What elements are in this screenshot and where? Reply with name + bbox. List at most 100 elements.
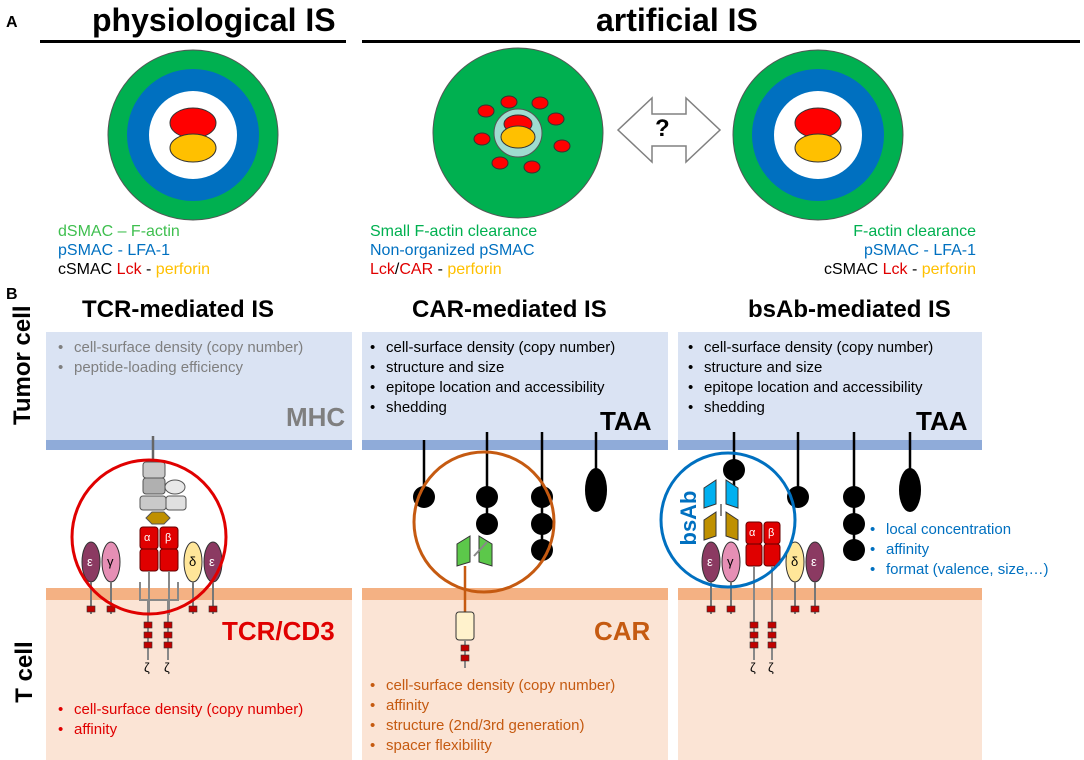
slash-text: /: [394, 261, 400, 278]
car-title: CAR-mediated IS: [412, 296, 607, 323]
taa-antigens-car: [413, 432, 607, 561]
physiological-is-title: physiological IS: [92, 2, 336, 38]
epsilon-glyph: ε: [209, 554, 215, 569]
car-lck-dot: [531, 96, 549, 110]
car-lck-dot: [473, 132, 491, 146]
bsab-title: bsAb-mediated IS: [748, 296, 951, 323]
beta-glyph: β: [165, 532, 172, 544]
gamma-glyph: γ: [107, 554, 114, 569]
car-molecule: [455, 535, 493, 668]
bsab-taa-label: TAA: [916, 406, 968, 436]
tcr-molecule: [139, 526, 179, 615]
list-item: local concentration: [870, 520, 1049, 540]
car-lck-dot: [547, 112, 565, 126]
lck-text: Lck: [116, 261, 142, 278]
list-item: affinity: [58, 720, 303, 740]
legend-line-csmac: cSMAC Lck - perforin: [824, 260, 976, 279]
question-mark: ?: [655, 115, 670, 142]
car-label: CAR: [594, 616, 651, 646]
panel-b-letter: B: [6, 286, 18, 303]
legend-line-psmac: pSMAC - LFA-1: [863, 242, 976, 259]
list-item: peptide-loading efficiency: [58, 358, 303, 378]
car-tcell-membrane: [362, 588, 668, 600]
car-synapse-circle: [412, 450, 556, 594]
tcr-cd3-label: TCR/CD3: [222, 616, 335, 646]
list-item: structure (2nd/3rd generation): [370, 716, 615, 736]
car-lck-dot: [477, 104, 495, 118]
artificial-is-title: artificial IS: [596, 2, 758, 38]
delta-glyph: δ: [791, 554, 799, 569]
list-item: affinity: [870, 540, 1049, 560]
zeta-glyph: ζ: [768, 660, 774, 675]
car-taa-label: TAA: [600, 406, 652, 436]
bsab-synapse: [732, 49, 904, 221]
delta-glyph: δ: [189, 554, 197, 569]
epsilon-glyph: ε: [811, 554, 817, 569]
gamma-glyph: γ: [727, 554, 734, 569]
mhc-molecule: [139, 436, 187, 525]
perforin-text: perforin: [447, 261, 502, 278]
list-item: cell-surface density (copy number): [58, 338, 303, 358]
car-lck-dot: [523, 160, 541, 174]
car-lck-dot: [491, 156, 509, 170]
alpha-glyph: α: [144, 532, 151, 544]
artificial-rule: [362, 40, 1080, 43]
mhc-label: MHC: [286, 402, 346, 432]
list-item: epitope location and accessibility: [370, 378, 615, 398]
bsab-tumor-membrane: [678, 440, 982, 450]
list-item: affinity: [370, 696, 615, 716]
car-tumor-bullets: cell-surface density (copy number) struc…: [370, 338, 615, 418]
physiological-rule: [40, 40, 346, 43]
list-item: structure and size: [370, 358, 615, 378]
tcr-tcell-bullets: cell-surface density (copy number) affin…: [58, 700, 303, 740]
list-item: cell-surface density (copy number): [688, 338, 933, 358]
car-text: CAR: [399, 261, 434, 278]
legend-line-lck-car: Lck/CAR - perforin: [370, 260, 537, 279]
peptide-icon: [145, 511, 171, 525]
epsilon-glyph: ε: [87, 554, 93, 569]
panel-a-letter: A: [6, 14, 18, 31]
tcr-tumor-bullets: cell-surface density (copy number) pepti…: [58, 338, 303, 378]
bsab-tcell-region: [678, 600, 982, 760]
csmac-prefix: cSMAC: [823, 261, 883, 278]
tcr-title: TCR-mediated IS: [82, 296, 275, 323]
list-item: cell-surface density (copy number): [370, 338, 615, 358]
car-tumor-membrane: [362, 440, 668, 450]
list-item: cell-surface density (copy number): [370, 676, 615, 696]
list-item: epitope location and accessibility: [688, 378, 933, 398]
alpha-glyph: α: [749, 527, 756, 539]
legend-line-dsmac: dSMAC – F-actin: [58, 223, 180, 240]
cd3-zeta-chains: [139, 582, 179, 660]
lck-text: Lck: [882, 261, 908, 278]
car-synapse: [432, 47, 604, 219]
perforin-blob: [169, 133, 217, 163]
zeta-glyph: ζ: [164, 660, 170, 675]
lck-text: Lck: [370, 261, 395, 278]
legend-physiological: dSMAC – F-actin pSMAC - LFA-1 cSMAC Lck …: [58, 222, 210, 279]
zeta-glyph: ζ: [144, 660, 150, 675]
physiological-synapse: [107, 49, 279, 221]
car-lck-dot: [553, 139, 571, 153]
legend-line-psmac: pSMAC - LFA-1: [58, 242, 171, 259]
legend-line-csmac: cSMAC Lck - perforin: [58, 260, 210, 279]
bsab-molecule: [703, 479, 739, 541]
taa-antigens-bsab: [723, 432, 921, 561]
bsab-synapse-circle: [659, 451, 797, 589]
list-item: cell-surface density (copy number): [58, 700, 303, 720]
epsilon-glyph: ε: [707, 554, 713, 569]
synapse-diagrams: [107, 47, 904, 221]
list-item: structure and size: [688, 358, 933, 378]
list-item: spacer flexibility: [370, 736, 615, 756]
cd3-epsilon-gamma: [81, 541, 121, 614]
list-item: shedding: [688, 398, 933, 418]
bsab-tcr-molecule: [701, 521, 825, 660]
csmac-prefix: cSMAC: [58, 261, 117, 278]
legend-line-small-clearance: Small F-actin clearance: [370, 223, 538, 240]
bsab-perforin-blob: [794, 133, 842, 163]
car-tcell-bullets: cell-surface density (copy number) affin…: [370, 676, 615, 756]
beta-glyph: β: [768, 527, 775, 539]
bsab-side-bullets: local concentration affinity format (val…: [870, 520, 1049, 580]
tcr-tumor-membrane: [46, 440, 352, 450]
perforin-text: perforin: [921, 261, 976, 278]
